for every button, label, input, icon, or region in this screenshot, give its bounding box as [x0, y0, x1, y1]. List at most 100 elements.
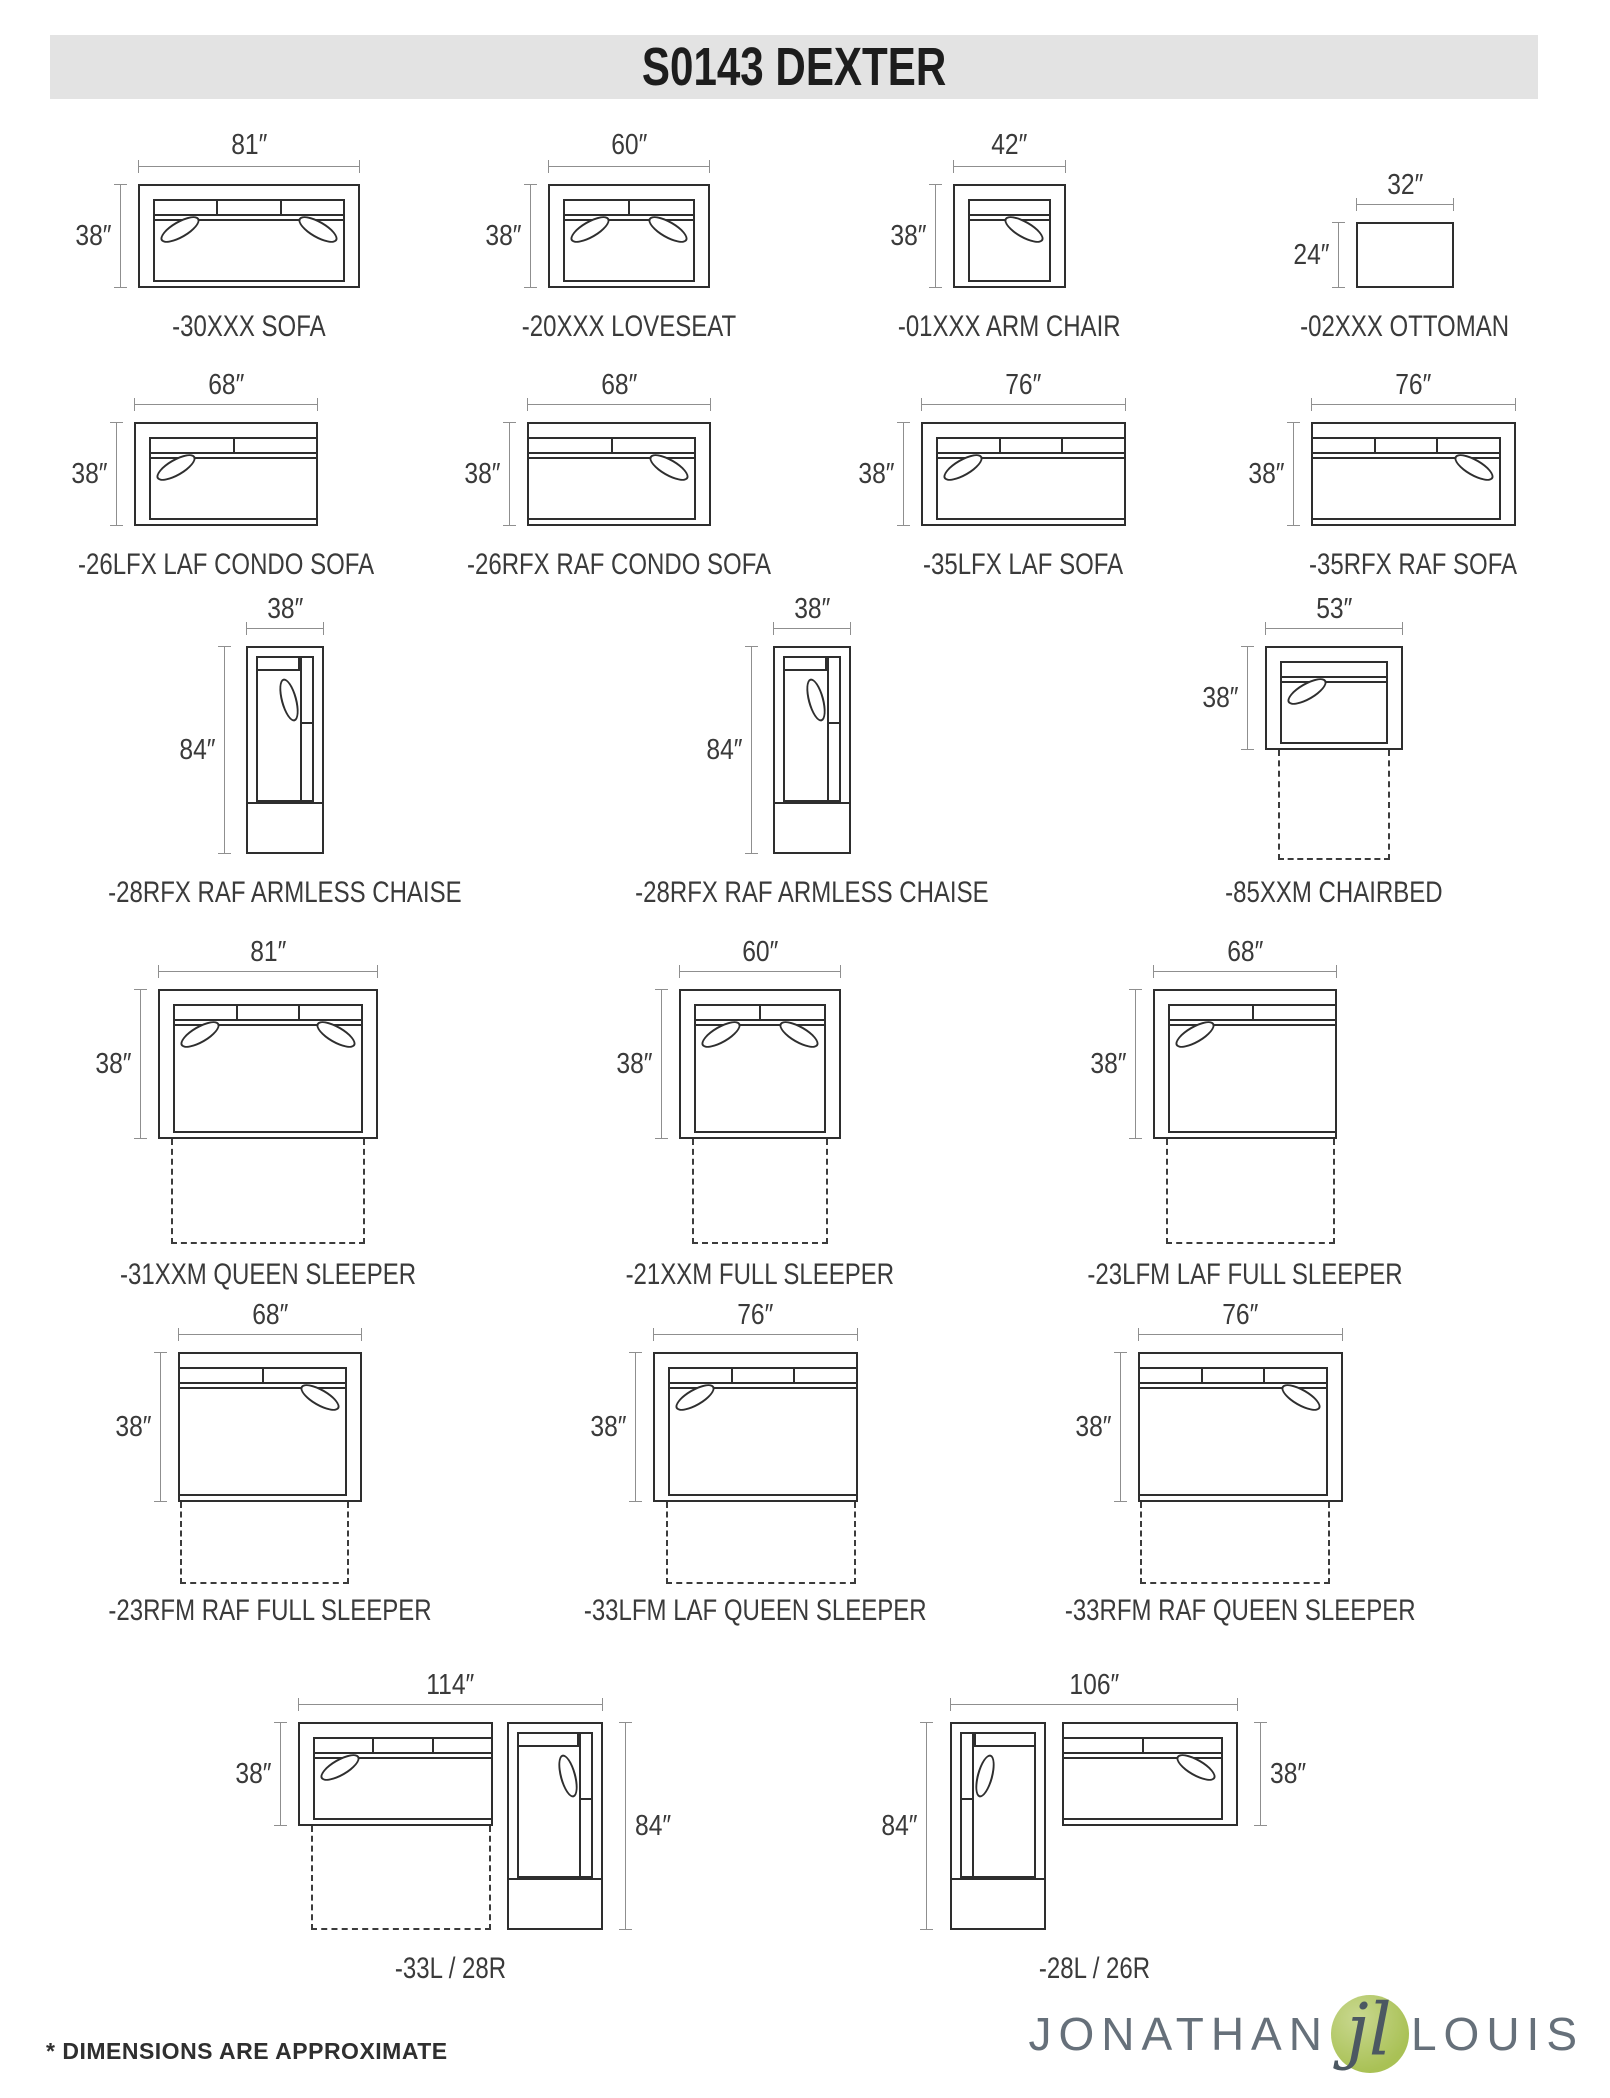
width-dimension-line [138, 160, 360, 173]
back-cushion-segment [235, 439, 317, 452]
width-dimension-label-text: 32″ [1386, 169, 1424, 201]
height-dimension-label: 84″ [593, 733, 743, 767]
item-label: -26LFX LAF CONDO SOFA [0, 548, 526, 582]
width-dimension-label: 32″ [1316, 168, 1494, 202]
item-label-text: -02XXX OTTOMAN [1300, 310, 1510, 343]
chaise-graphic [509, 1724, 601, 1928]
back-cushion-segment [938, 439, 1001, 452]
item-label: -35RFX RAF SOFA [1114, 548, 1610, 582]
width-dimension-label-text: 42″ [991, 129, 1028, 161]
ottoman-top-view [1356, 222, 1454, 288]
chaise-end-section [509, 1878, 601, 1928]
sleeper-pullout-outline [311, 1826, 491, 1930]
logo-word-jonathan: JONATHAN [1028, 2008, 1329, 2060]
back-cushion-segment [630, 201, 693, 214]
back-cushions [315, 1739, 491, 1759]
width-dimension-label: 114″ [258, 1668, 643, 1702]
chaise-back-cushions [300, 658, 312, 800]
chaise-top-view [773, 646, 851, 854]
sleeper-pullout-outline [171, 1139, 365, 1244]
sofa-top-view [548, 184, 710, 288]
pillow-icon [775, 1016, 823, 1053]
height-dimension-label: 84″ [66, 733, 216, 767]
height-dimension-line [745, 646, 758, 854]
back-cushions [529, 439, 695, 459]
height-dimension-label: 38″ [962, 1410, 1112, 1444]
sleeper-pullout-outline [666, 1502, 856, 1584]
back-cushion-segment [175, 1006, 238, 1019]
back-cushion-segment [696, 1006, 761, 1019]
back-cushion-segment [1254, 1006, 1336, 1019]
height-dimension-line [218, 646, 231, 854]
height-dimension-label-text: 38″ [1090, 1048, 1127, 1080]
height-dimension-label: 38″ [1270, 1757, 1420, 1791]
pillow-icon [294, 211, 342, 248]
sofa-top-view [1311, 422, 1516, 526]
width-dimension-line [1356, 198, 1454, 211]
seat-area [968, 199, 1051, 282]
item-label: -02XXX OTTOMAN [1105, 310, 1610, 344]
sofa-top-view [921, 422, 1126, 526]
chaise-end-section [952, 1878, 1044, 1928]
height-dimension-line [619, 1722, 632, 1930]
back-cushion-segment [151, 439, 235, 452]
dimensions-footnote: * DIMENSIONS ARE APPROXIMATE [46, 2038, 448, 2064]
back-cushion-segment [565, 201, 630, 214]
height-dimension-line [655, 989, 668, 1139]
back-cushion-segment [733, 1369, 796, 1382]
height-dimension-line [897, 422, 910, 526]
back-cushion-segment [1064, 1739, 1144, 1752]
sleeper-pullout-outline [1278, 750, 1390, 860]
pillow-icon [566, 211, 614, 248]
height-dimension-label-text: 38″ [485, 220, 522, 252]
back-cushion-segment [315, 1739, 375, 1752]
height-dimension-label: 24″ [1180, 238, 1330, 272]
width-dimension-label: 76″ [881, 368, 1166, 402]
width-dimension-label: 68″ [138, 1298, 402, 1332]
chaise-headrest [258, 658, 300, 671]
width-dimension-label-text: 68″ [600, 369, 638, 401]
height-dimension-line [503, 422, 516, 526]
width-dimension-label-text: 38″ [793, 593, 831, 625]
back-cushion-segment [1282, 663, 1386, 676]
back-cushion-segment [1313, 439, 1376, 452]
width-dimension-label: 76″ [613, 1298, 898, 1332]
item-label: -23RFM RAF FULL SLEEPER [0, 1594, 570, 1628]
height-dimension-label-text: 38″ [1270, 1758, 1307, 1790]
sofa-top-view [298, 1722, 493, 1826]
back-cushion-segment [613, 439, 695, 452]
height-dimension-label-text: 38″ [858, 458, 895, 490]
height-dimension-label-text: 38″ [890, 220, 927, 252]
back-cushions [670, 1369, 856, 1389]
width-dimension-label-text: 76″ [737, 1299, 774, 1331]
sofa-top-view [1062, 1722, 1238, 1826]
height-dimension-label: 38″ [351, 457, 501, 491]
chaise-headrest [974, 1734, 1034, 1747]
width-dimension-line [953, 160, 1066, 173]
height-dimension-line [134, 989, 147, 1139]
page-title: S0143 DEXTER [599, 36, 989, 98]
sofa-top-view [158, 989, 378, 1139]
chaise-seat-area [517, 1732, 593, 1878]
pillow-icon [312, 1016, 360, 1053]
seat-area [1140, 1367, 1328, 1496]
height-dimension-label: 38″ [0, 1047, 132, 1081]
pillow-icon [1172, 1749, 1220, 1786]
seat-area [149, 437, 316, 520]
chaise-headrest [785, 658, 827, 671]
width-dimension-line [246, 622, 324, 635]
width-dimension-label-text: 114″ [426, 1669, 475, 1701]
width-dimension-label: 42″ [913, 128, 1106, 162]
width-dimension-line [1138, 1328, 1343, 1341]
height-dimension-label: 38″ [0, 457, 108, 491]
height-dimension-label-text: 38″ [1075, 1411, 1112, 1443]
chaise-top-view [246, 646, 324, 854]
item-label: -21XXM FULL SLEEPER [460, 1258, 1060, 1292]
width-dimension-line [1311, 398, 1516, 411]
height-dimension-label-text: 38″ [1202, 682, 1239, 714]
height-dimension-label-text: 38″ [464, 458, 501, 490]
pillow-icon [152, 449, 200, 486]
chaise-back-divider [962, 1797, 974, 1800]
seat-area [529, 437, 696, 520]
